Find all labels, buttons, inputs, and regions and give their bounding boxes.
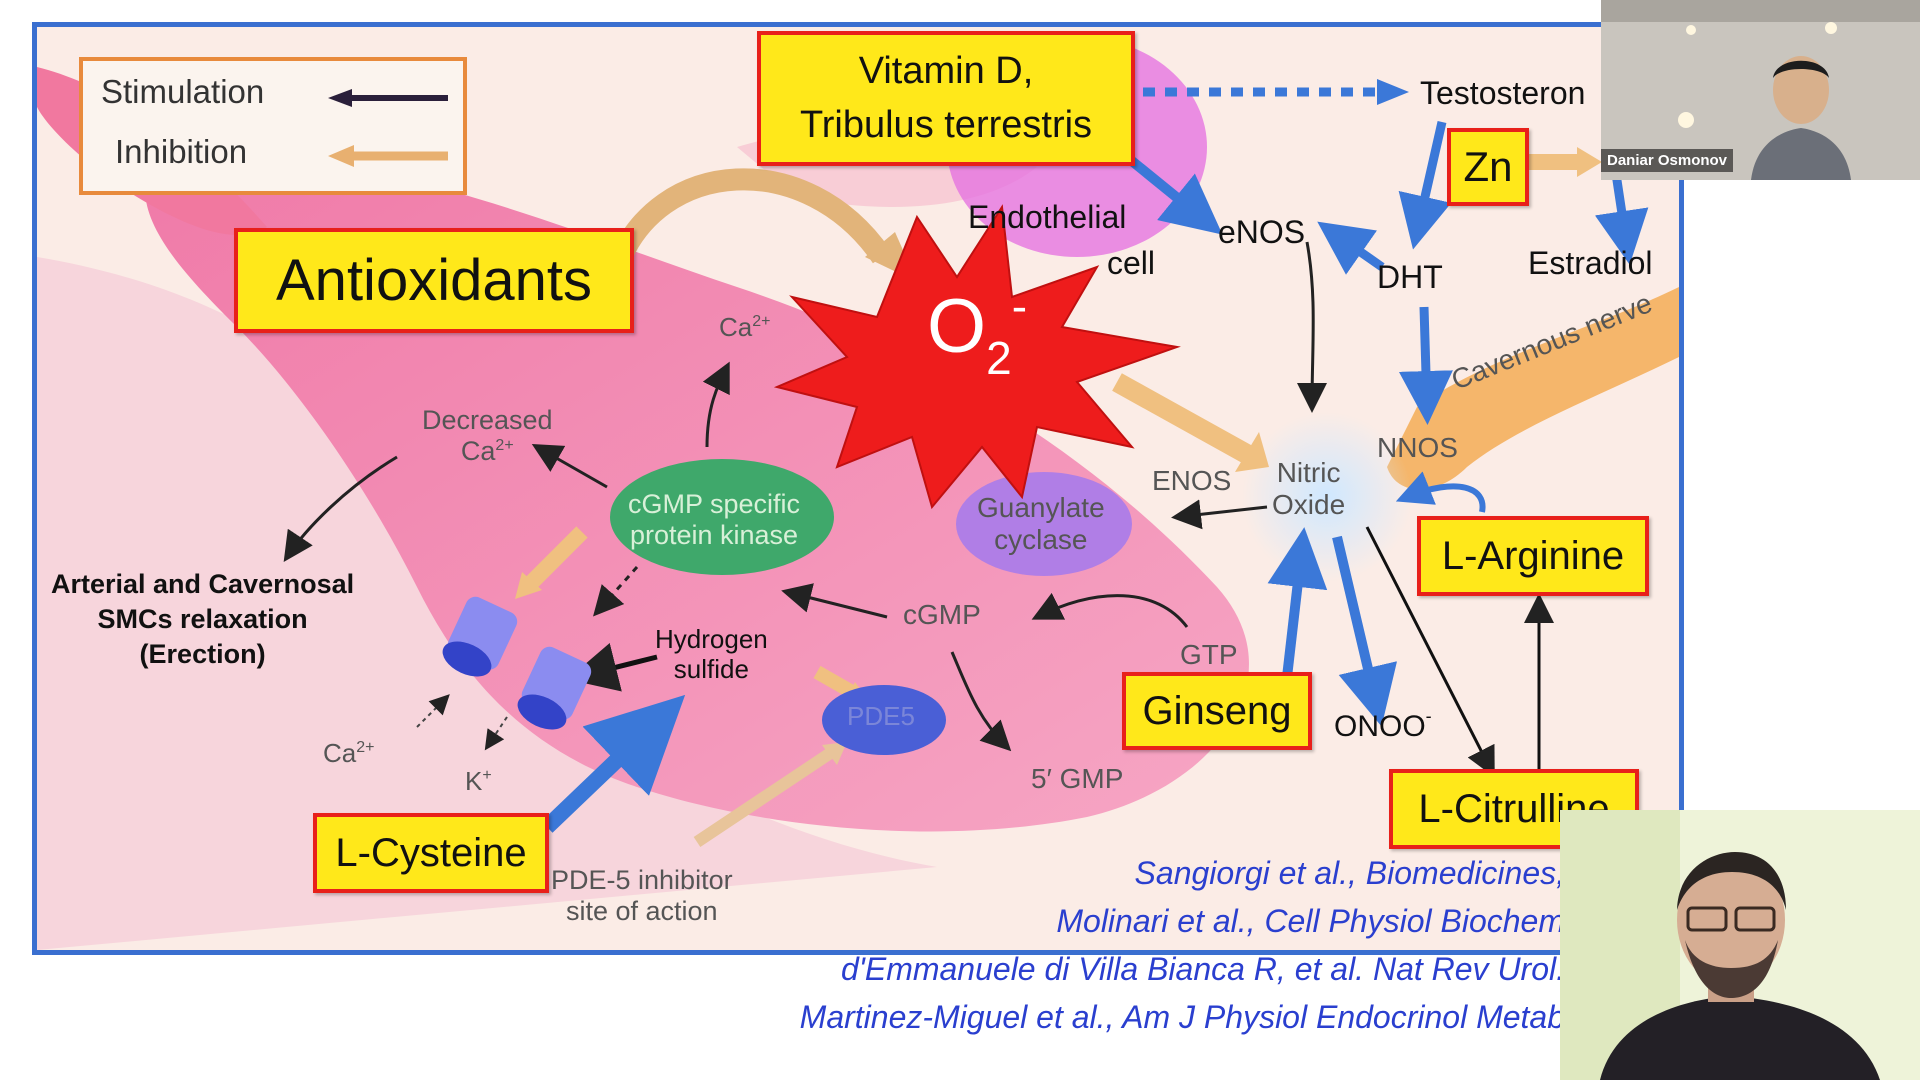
superoxide-burst bbox=[773, 204, 1181, 510]
pde5-inhibitor-line2: site of action bbox=[565, 896, 718, 927]
hydrogen-line1: Hydrogen bbox=[655, 624, 768, 654]
decreased-line1: Decreased bbox=[422, 405, 553, 435]
relax-line3: (Erection) bbox=[139, 639, 266, 670]
guanylate-line1: Guanylate bbox=[977, 492, 1105, 523]
legend-box: Stimulation Inhibition bbox=[79, 57, 467, 195]
enos-mid-label: ENOS bbox=[1152, 465, 1232, 496]
presentation-slide: Stimulation Inhibition Vitamin D, Tribul… bbox=[32, 22, 1684, 955]
inhibition-arrow-icon bbox=[328, 145, 448, 167]
endothelial-line1-label: Endothelial bbox=[968, 199, 1127, 235]
calcium-bottom-sup: 2+ bbox=[356, 739, 375, 756]
calcium-bottom-text: Ca bbox=[323, 738, 357, 768]
decreased-ca-text: Ca bbox=[460, 436, 496, 467]
guanylate-line2: cyclase bbox=[994, 524, 1088, 556]
superoxide-label: O2- bbox=[927, 283, 1027, 381]
cgmp-kinase-line2: protein kinase bbox=[629, 520, 799, 551]
potassium-text: K bbox=[465, 766, 483, 796]
guanylate-cyclase-oval bbox=[956, 472, 1132, 576]
l-arginine-box: L-Arginine bbox=[1417, 516, 1649, 596]
pde5-inhibitor-line1: PDE-5 inhibitor bbox=[551, 865, 733, 895]
hydrogen-sulfide-label: Hydrogen sulfide bbox=[655, 624, 768, 685]
participant-name-tag: Daniar Osmonov bbox=[1601, 149, 1734, 172]
onoo-sup: - bbox=[1425, 706, 1432, 726]
calcium-top-label: Ca2+ bbox=[719, 312, 771, 343]
superoxide-superscript: - bbox=[1011, 280, 1028, 332]
participant-video-top-right[interactable]: Daniar Osmonov bbox=[1601, 0, 1920, 180]
relax-line2: SMCs relaxation bbox=[97, 604, 308, 635]
calcium-top-text: Ca bbox=[719, 312, 753, 342]
vitamin-d-line2: Tribulus terrestris bbox=[799, 103, 1093, 146]
cgmp-kinase-line1: cGMP specific bbox=[628, 489, 801, 519]
cgmp-kinase-oval bbox=[610, 459, 834, 575]
legend-inhibition-label: Inhibition bbox=[115, 133, 248, 170]
dht-label: DHT bbox=[1377, 259, 1443, 295]
gtp-label: GTP bbox=[1180, 639, 1238, 670]
guanylate-cyclase-label: Guanylate cyclase bbox=[977, 492, 1105, 556]
stimulation-arrow-icon bbox=[328, 89, 448, 107]
legend-stimulation-label: Stimulation bbox=[101, 73, 265, 110]
hydrogen-line2: sulfide bbox=[673, 653, 749, 684]
l-cysteine-label: L-Cysteine bbox=[335, 830, 527, 875]
ginseng-label: Ginseng bbox=[1142, 688, 1292, 733]
vitamin-d-box: Vitamin D, Tribulus terrestris bbox=[757, 31, 1135, 166]
pde5-label: PDE5 bbox=[847, 701, 915, 731]
l-arginine-label: L-Arginine bbox=[1441, 533, 1625, 578]
reference-2: Molinari et al., Cell Physiol Biochem bbox=[1056, 903, 1565, 939]
nitric-line1: Nitric bbox=[1276, 457, 1341, 488]
nitric-line2: Oxide bbox=[1272, 489, 1346, 521]
zinc-label: Zn bbox=[1463, 143, 1513, 190]
cavernous-nerve-shape bbox=[1387, 287, 1679, 490]
pde5-oval bbox=[822, 685, 946, 755]
five-gmp-label: 5′ GMP bbox=[1031, 763, 1124, 794]
nnos-label: NNOS bbox=[1377, 432, 1458, 463]
nitric-oxide-label: Nitric Oxide bbox=[1272, 457, 1345, 521]
estradiol-label: Estradiol bbox=[1528, 245, 1653, 281]
calcium-top-sup: 2+ bbox=[752, 313, 771, 330]
smc-relaxation-label: Arterial and Cavernosal SMCs relaxation … bbox=[51, 567, 354, 672]
speaker-video-frame bbox=[1560, 810, 1920, 1080]
zinc-box: Zn bbox=[1447, 128, 1529, 206]
decreased-ca-sup: 2+ bbox=[495, 437, 514, 455]
ginseng-box: Ginseng bbox=[1122, 672, 1312, 750]
participant-video-bottom-right[interactable] bbox=[1560, 810, 1920, 1080]
vitamin-d-line1: Vitamin D, bbox=[858, 50, 1034, 93]
relax-line1: Arterial and Cavernosal bbox=[51, 569, 355, 599]
antioxidants-label: Antioxidants bbox=[276, 248, 592, 313]
cgmp-label: cGMP bbox=[903, 599, 981, 630]
reference-1: Sangiorgi et al., Biomedicines, bbox=[1134, 855, 1565, 891]
onoo-base: ONOO bbox=[1334, 710, 1426, 743]
potassium-sup: + bbox=[482, 767, 492, 784]
ion-channel-1 bbox=[442, 596, 518, 677]
superoxide-base: O bbox=[927, 284, 987, 369]
peroxynitrite-label: ONOO- bbox=[1334, 706, 1432, 745]
antioxidants-box: Antioxidants bbox=[234, 228, 634, 333]
testosterone-label: Testosteron bbox=[1420, 75, 1586, 111]
references-block: Sangiorgi et al., Biomedicines, Molinari… bbox=[600, 855, 1565, 1040]
decreased-line2: Ca2+ bbox=[422, 436, 553, 467]
ion-channel-2 bbox=[517, 646, 592, 730]
reference-3: d'Emmanuele di Villa Bianca R, et al. Na… bbox=[840, 951, 1565, 987]
l-cysteine-box: L-Cysteine bbox=[313, 813, 549, 893]
potassium-label: K+ bbox=[465, 766, 492, 797]
cgmp-kinase-label: cGMP specific protein kinase bbox=[628, 489, 800, 551]
enos-top-label: eNOS bbox=[1218, 214, 1306, 250]
pde5-inhibitor-label: PDE-5 inhibitor site of action bbox=[551, 865, 733, 927]
decreased-calcium-label: Decreased Ca2+ bbox=[422, 405, 553, 467]
endothelial-line2-label: cell bbox=[1107, 245, 1156, 281]
superoxide-subscript: 2 bbox=[986, 332, 1012, 384]
reference-4: Martinez-Miguel et al., Am J Physiol End… bbox=[799, 999, 1565, 1035]
calcium-bottom-label: Ca2+ bbox=[323, 738, 375, 769]
